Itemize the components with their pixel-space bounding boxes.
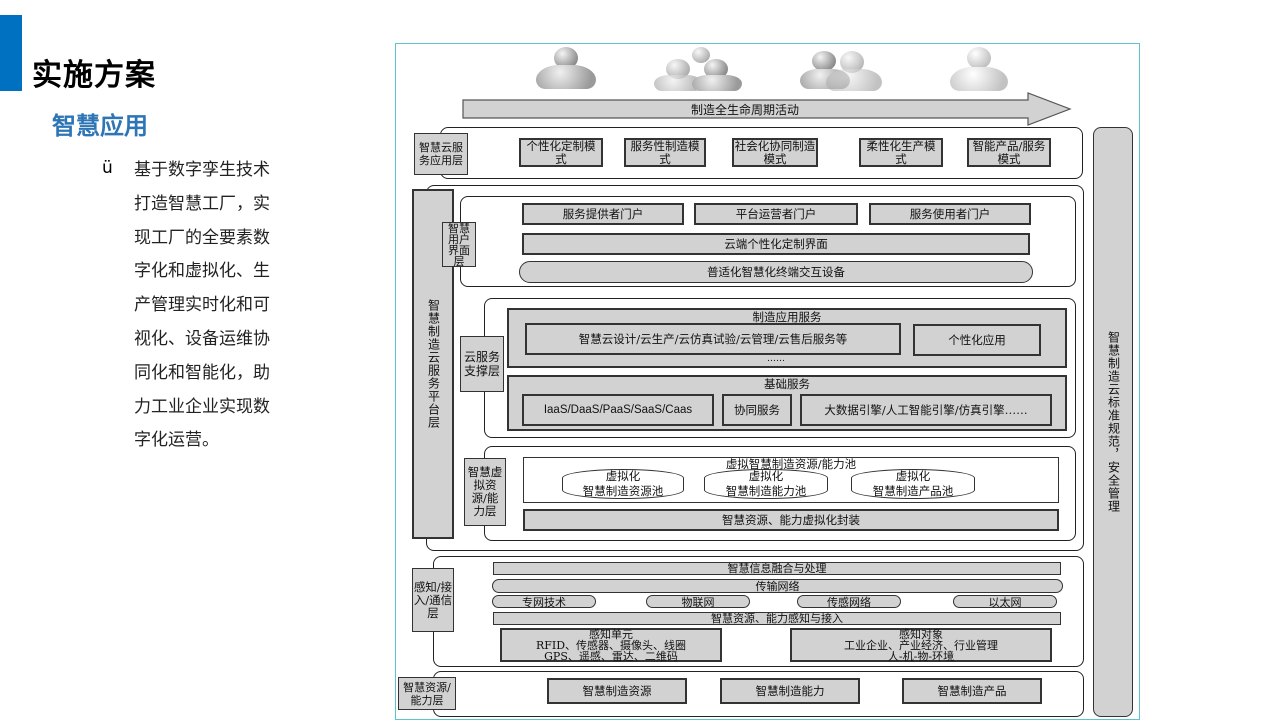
pair-icon bbox=[800, 49, 884, 91]
terminal-bar: 普适化智慧化终端交互设备 bbox=[519, 261, 1033, 283]
sensing-units-line: GPS、遥感、雷达、二维码 bbox=[544, 649, 678, 663]
person-icon bbox=[534, 47, 598, 89]
pool-bottom-label: 智慧制造能力池 bbox=[725, 484, 807, 498]
pool-top-label: 虚拟化 bbox=[605, 469, 641, 483]
accent-bar bbox=[0, 15, 22, 91]
mfg-services-main: 智慧云设计/云生产/云仿真试验/云管理/云售后服务等 bbox=[525, 323, 901, 355]
encapsulation-bar: 智慧资源、能力虚拟化封装 bbox=[523, 509, 1059, 531]
access-bar: 智慧资源、能力感知与接入 bbox=[493, 612, 1061, 625]
bullet-marker: ü bbox=[102, 158, 113, 178]
app-layer-label: 智慧云服务应用层 bbox=[414, 133, 468, 175]
fusion-bar: 智慧信息融合与处理 bbox=[493, 562, 1061, 575]
sensing-objects-line: 人-机-物-环境 bbox=[887, 649, 955, 663]
bullet-text: 基于数字孪生技术打造智慧工厂，实现工厂的全要素数字化和虚拟化、生产管理实时化和可… bbox=[134, 160, 270, 451]
portal-item: 服务提供者门户 bbox=[522, 203, 684, 225]
app-mode-item: 个性化定制模式 bbox=[519, 138, 603, 167]
base-service-item: 大数据引擎/人工智能引擎/仿真引擎…… bbox=[800, 394, 1052, 426]
resource-item: 智慧制造资源 bbox=[547, 678, 687, 704]
standards-security-bar: 智慧制造云标准规范，安全管理 bbox=[1093, 127, 1133, 717]
network-type: 传感网络 bbox=[797, 595, 901, 609]
base-services-title: 基础服务 bbox=[764, 377, 810, 391]
sensing-units-box: 感知单元 RFID、传感器、摄像头、线圈 GPS、遥感、雷达、二维码 bbox=[500, 628, 722, 662]
app-mode-item: 服务性制造模式 bbox=[624, 138, 706, 167]
app-mode-item: 社会化协同制造模式 bbox=[732, 138, 818, 167]
resource-layer-label: 智慧资源/能力层 bbox=[398, 677, 456, 710]
network-type: 专网技术 bbox=[492, 595, 596, 609]
sensing-objects-title: 感知对象 bbox=[899, 627, 943, 641]
resource-item: 智慧制造能力 bbox=[720, 678, 860, 704]
lifecycle-arrow bbox=[462, 92, 1072, 126]
person-icon bbox=[948, 47, 1010, 91]
personal-app-box: 个性化应用 bbox=[913, 324, 1041, 356]
page-title: 实施方案 bbox=[32, 58, 156, 93]
pool-top-label: 虚拟化 bbox=[748, 469, 784, 483]
lifecycle-label: 制造全生命周期活动 bbox=[690, 102, 799, 117]
network-bar: 传输网络 bbox=[492, 579, 1063, 593]
base-service-item: IaaS/DaaS/PaaS/SaaS/Caas bbox=[522, 394, 714, 426]
sensing-units-title: 感知单元 bbox=[589, 627, 633, 641]
pool-bottom-label: 智慧制造产品池 bbox=[872, 484, 954, 498]
sensing-units-line: RFID、传感器、摄像头、线圈 bbox=[535, 638, 687, 652]
network-type: 以太网 bbox=[953, 595, 1057, 609]
group-icon bbox=[654, 47, 744, 91]
sensing-objects-line: 工业企业、产业经济、行业管理 bbox=[844, 638, 998, 652]
architecture-diagram: 制造全生命周期活动 智慧云服务应用层 个性化定制模式 服务性制造模式 社会化协同… bbox=[395, 43, 1140, 720]
ui-layer-label: 智慧用户界面层 bbox=[442, 222, 476, 267]
portal-item: 平台运营者门户 bbox=[694, 203, 858, 225]
capability-pool-cylinder: 虚拟化 智慧制造能力池 bbox=[704, 469, 828, 499]
app-mode-item: 柔性化生产模式 bbox=[859, 138, 943, 167]
resource-item: 智慧制造产品 bbox=[902, 678, 1042, 704]
app-mode-item: 智能产品/服务模式 bbox=[967, 138, 1051, 167]
custom-ui-bar: 云端个性化定制界面 bbox=[522, 233, 1030, 255]
sensing-objects-box: 感知对象 工业企业、产业经济、行业管理 人-机-物-环境 bbox=[790, 628, 1052, 662]
portal-item: 服务使用者门户 bbox=[869, 203, 1031, 225]
pool-bottom-label: 智慧制造资源池 bbox=[582, 484, 664, 498]
section-subtitle: 智慧应用 bbox=[52, 112, 148, 140]
base-service-item: 协同服务 bbox=[722, 394, 792, 426]
mfg-services-title: 制造应用服务 bbox=[752, 309, 822, 324]
virtual-layer-label: 智慧虚拟资源/能力层 bbox=[464, 458, 506, 526]
pool-title: 虚拟智慧制造资源/能力池 bbox=[725, 457, 857, 471]
resource-pool-cylinder: 虚拟化 智慧制造资源池 bbox=[562, 469, 684, 499]
network-type: 物联网 bbox=[646, 595, 750, 609]
product-pool-cylinder: 虚拟化 智慧制造产品池 bbox=[851, 469, 975, 499]
perception-layer-label: 感知/接入/通信层 bbox=[412, 568, 454, 632]
pool-top-label: 虚拟化 bbox=[895, 469, 931, 483]
support-layer-label: 云服务支撑层 bbox=[460, 336, 504, 392]
mfg-services-ellipsis: …… bbox=[767, 354, 785, 364]
